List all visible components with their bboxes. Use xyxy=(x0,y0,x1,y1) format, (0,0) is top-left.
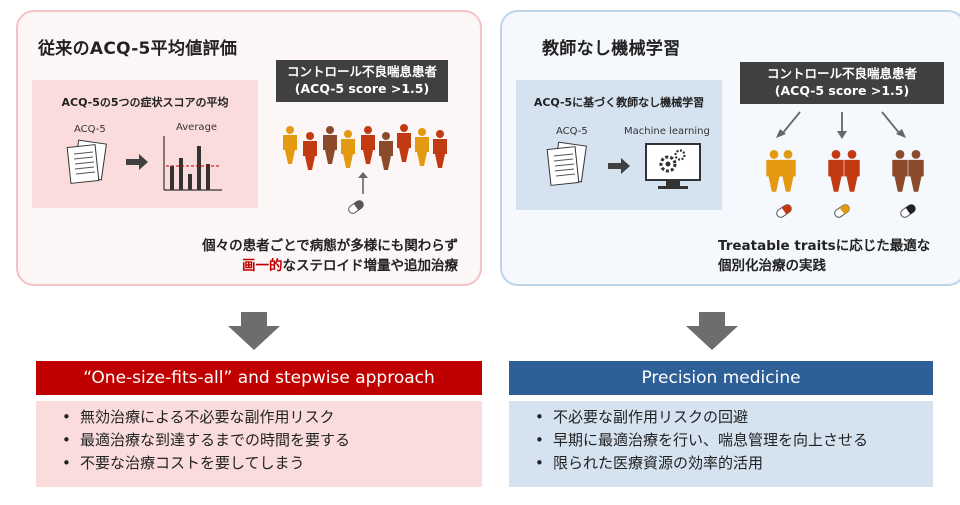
person-figure xyxy=(766,150,782,192)
pill-icon xyxy=(900,204,916,218)
right-arrow-icon xyxy=(126,154,148,170)
person-figure xyxy=(283,126,297,164)
person-figure xyxy=(341,130,355,168)
person-figure xyxy=(908,150,924,192)
pill-icon xyxy=(776,204,792,218)
people-icon xyxy=(766,150,924,192)
up-arrow-icon xyxy=(358,172,368,194)
one-size-fits-all-banner: “One-size-fits-all” and stepwise approac… xyxy=(36,361,482,395)
people-icon xyxy=(283,124,447,170)
list-item: 早期に最適治療を行い、喘息管理を向上させる xyxy=(535,429,933,452)
list-item: 不要な治療コストを要してしまう xyxy=(62,452,482,475)
conventional-description: 個々の患者ごとで病態が多様にも関わらず 画一的なステロイド増量や追加治療 xyxy=(202,238,458,274)
list-item: 不必要な副作用リスクの回避 xyxy=(535,406,933,429)
acq-label: ACQ-5 xyxy=(556,126,588,137)
patient-label: コントロール不良喘息患者 (ACQ-5 score >1.5) xyxy=(276,60,448,102)
person-figure xyxy=(780,150,796,192)
pill-icon xyxy=(834,204,850,218)
conventional-title: 従来のACQ-5平均値評価 xyxy=(38,39,238,59)
document-icon xyxy=(546,141,587,186)
pill-icon xyxy=(348,200,364,214)
acq-label: ACQ-5 xyxy=(74,124,106,135)
precision-medicine-list: 不必要な副作用リスクの回避 早期に最適治療を行い、喘息管理を向上させる 限られた… xyxy=(509,401,933,487)
list-item: 最適治療な到達するまでの時間を要する xyxy=(62,429,482,452)
machine-learning-panel: 教師なし機械学習 ACQ-5に基づく教師なし機械学習 ACQ-5 Machine… xyxy=(500,10,960,286)
person-figure xyxy=(415,128,429,166)
person-figure xyxy=(844,150,860,192)
person-figure xyxy=(379,132,393,170)
list-item: 無効治療による不必要な副作用リスク xyxy=(62,406,482,429)
computer-gear-icon xyxy=(645,143,701,189)
ml-box: ACQ-5に基づく教師なし機械学習 ACQ-5 Machine learning xyxy=(516,80,722,210)
document-icon xyxy=(66,139,107,184)
person-figure xyxy=(303,132,317,170)
person-figure xyxy=(828,150,844,192)
acq-average-box: ACQ-5の5つの症状スコアの平均 ACQ-5 Average xyxy=(32,80,258,208)
person-figure xyxy=(397,124,411,162)
machine-learning-title: 教師なし機械学習 xyxy=(542,39,681,59)
person-figure xyxy=(892,150,908,192)
person-figure xyxy=(323,126,337,164)
right-arrow-icon xyxy=(608,158,630,174)
uniform-accent: 画一的 xyxy=(242,258,283,274)
one-size-fits-all-list: 無効治療による不必要な副作用リスク 最適治療な到達するまでの時間を要する 不要な… xyxy=(36,401,482,487)
conventional-panel: 従来のACQ-5平均値評価 ACQ-5の5つの症状スコアの平均 ACQ-5 Av… xyxy=(16,10,482,286)
person-figure xyxy=(433,130,447,168)
ml-description: Treatable traitsに応じた最適な 個別化治療の実践 xyxy=(718,238,931,274)
down-arrow-icon xyxy=(228,312,280,350)
bar-chart-icon xyxy=(163,136,222,191)
branch-arrows-icon xyxy=(776,111,906,139)
acq-average-title: ACQ-5の5つの症状スコアの平均 xyxy=(61,96,229,109)
down-arrow-icon xyxy=(686,312,738,350)
average-label: Average xyxy=(176,122,218,133)
person-figure xyxy=(361,126,375,164)
patient-label: コントロール不良喘息患者 (ACQ-5 score >1.5) xyxy=(740,62,944,104)
ml-box-title: ACQ-5に基づく教師なし機械学習 xyxy=(533,96,705,109)
precision-medicine-banner: Precision medicine xyxy=(509,361,933,395)
list-item: 限られた医療資源の効率的活用 xyxy=(535,452,933,475)
ml-label: Machine learning xyxy=(624,126,710,137)
